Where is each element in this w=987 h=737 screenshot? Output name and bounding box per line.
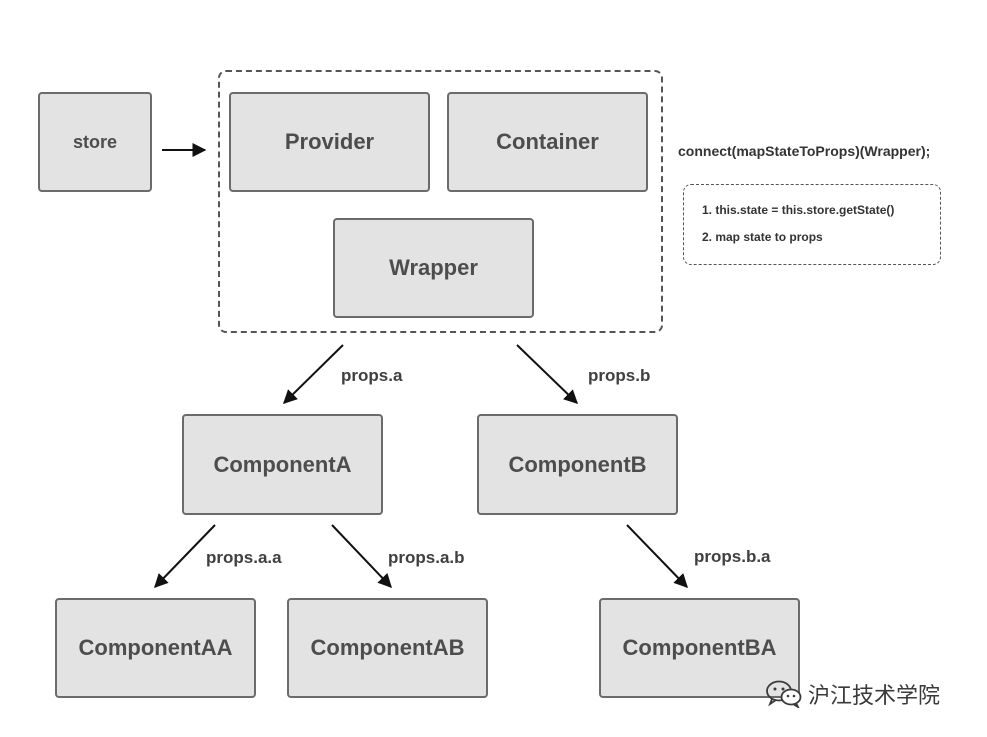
step-1-text: 1. this.state = this.store.getState(): [702, 203, 895, 217]
provider-node: Provider: [229, 92, 430, 192]
connect-call-text: connect(mapStateToProps)(Wrapper);: [678, 143, 931, 159]
component-aa-node: ComponentAA: [55, 598, 256, 698]
store-node: store: [38, 92, 152, 192]
edge-label-props-b-a: props.b.a: [694, 547, 771, 566]
component-b-node: ComponentB: [477, 414, 678, 515]
arrow-component-a-to-aa: [154, 524, 216, 589]
component-a-node: ComponentA: [182, 414, 383, 515]
edge-label-props-b: props.b: [588, 366, 651, 385]
steps-note: [683, 184, 941, 265]
component-ab-label: ComponentAB: [310, 635, 465, 660]
edge-label-props-a: props.a: [341, 366, 403, 385]
arrow-wrapper-to-component-a: [283, 344, 344, 404]
component-ba-label: ComponentBA: [622, 635, 777, 660]
wrapper-node: Wrapper: [333, 218, 534, 318]
component-ba-node: ComponentBA: [599, 598, 800, 698]
component-b-label: ComponentB: [508, 451, 647, 477]
step-2-text: 2. map state to props: [702, 230, 823, 244]
component-a-label: ComponentA: [213, 451, 352, 477]
wechat-icon: [766, 680, 802, 708]
arrow-component-b-to-ba: [626, 524, 688, 589]
edge-label-props-a-b: props.a.b: [388, 548, 465, 567]
container-node: Container: [447, 92, 648, 192]
container-label: Container: [496, 129, 599, 154]
watermark: 沪江技术学院: [766, 678, 940, 710]
watermark-text: 沪江技术学院: [808, 684, 941, 709]
arrow-wrapper-to-component-b: [516, 344, 579, 404]
connect-group: [218, 70, 663, 333]
store-label: store: [72, 131, 117, 152]
component-aa-label: ComponentAA: [78, 635, 233, 660]
arrow-component-a-to-ab: [331, 524, 392, 589]
component-ab-node: ComponentAB: [287, 598, 488, 698]
wrapper-label: Wrapper: [389, 255, 478, 280]
edge-label-props-a-a: props.a.a: [206, 548, 282, 567]
provider-label: Provider: [284, 129, 375, 154]
